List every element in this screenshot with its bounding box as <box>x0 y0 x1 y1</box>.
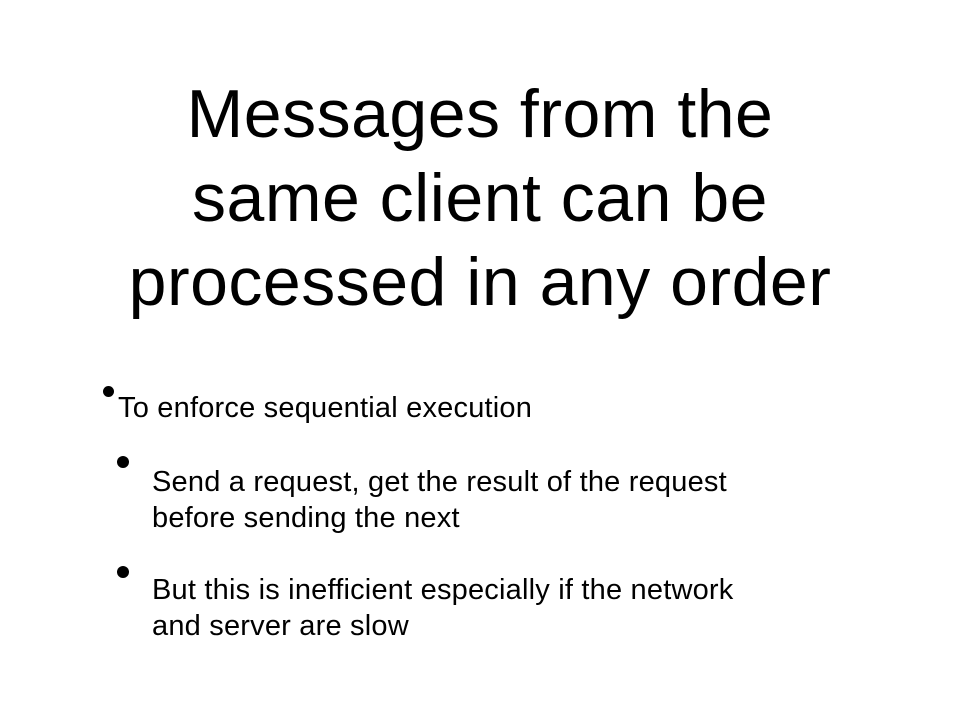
bullet-text: Send a request, get the result of the re… <box>152 466 727 498</box>
bullet-item-level-2: Send a request, get the result of the re… <box>152 464 912 536</box>
title-line: Messages from the <box>186 76 774 152</box>
title-line: processed in any order <box>128 244 832 320</box>
bullet-item-level-1: To enforce sequential execution <box>118 390 918 426</box>
bullet-text: and server are slow <box>152 610 409 642</box>
bullet-text: before sending the next <box>152 502 460 534</box>
bullet-dot-icon <box>117 566 129 578</box>
slide-title: Messages from the same client can be pro… <box>40 72 920 324</box>
bullet-text: To enforce sequential execution <box>118 392 533 424</box>
bullet-text: But this is inefficient especially if th… <box>152 574 734 606</box>
bullet-dot-icon <box>103 386 114 397</box>
bullet-dot-icon <box>117 456 129 468</box>
title-line: same client can be <box>192 160 768 236</box>
bullet-item-level-2: But this is inefficient especially if th… <box>152 572 912 644</box>
